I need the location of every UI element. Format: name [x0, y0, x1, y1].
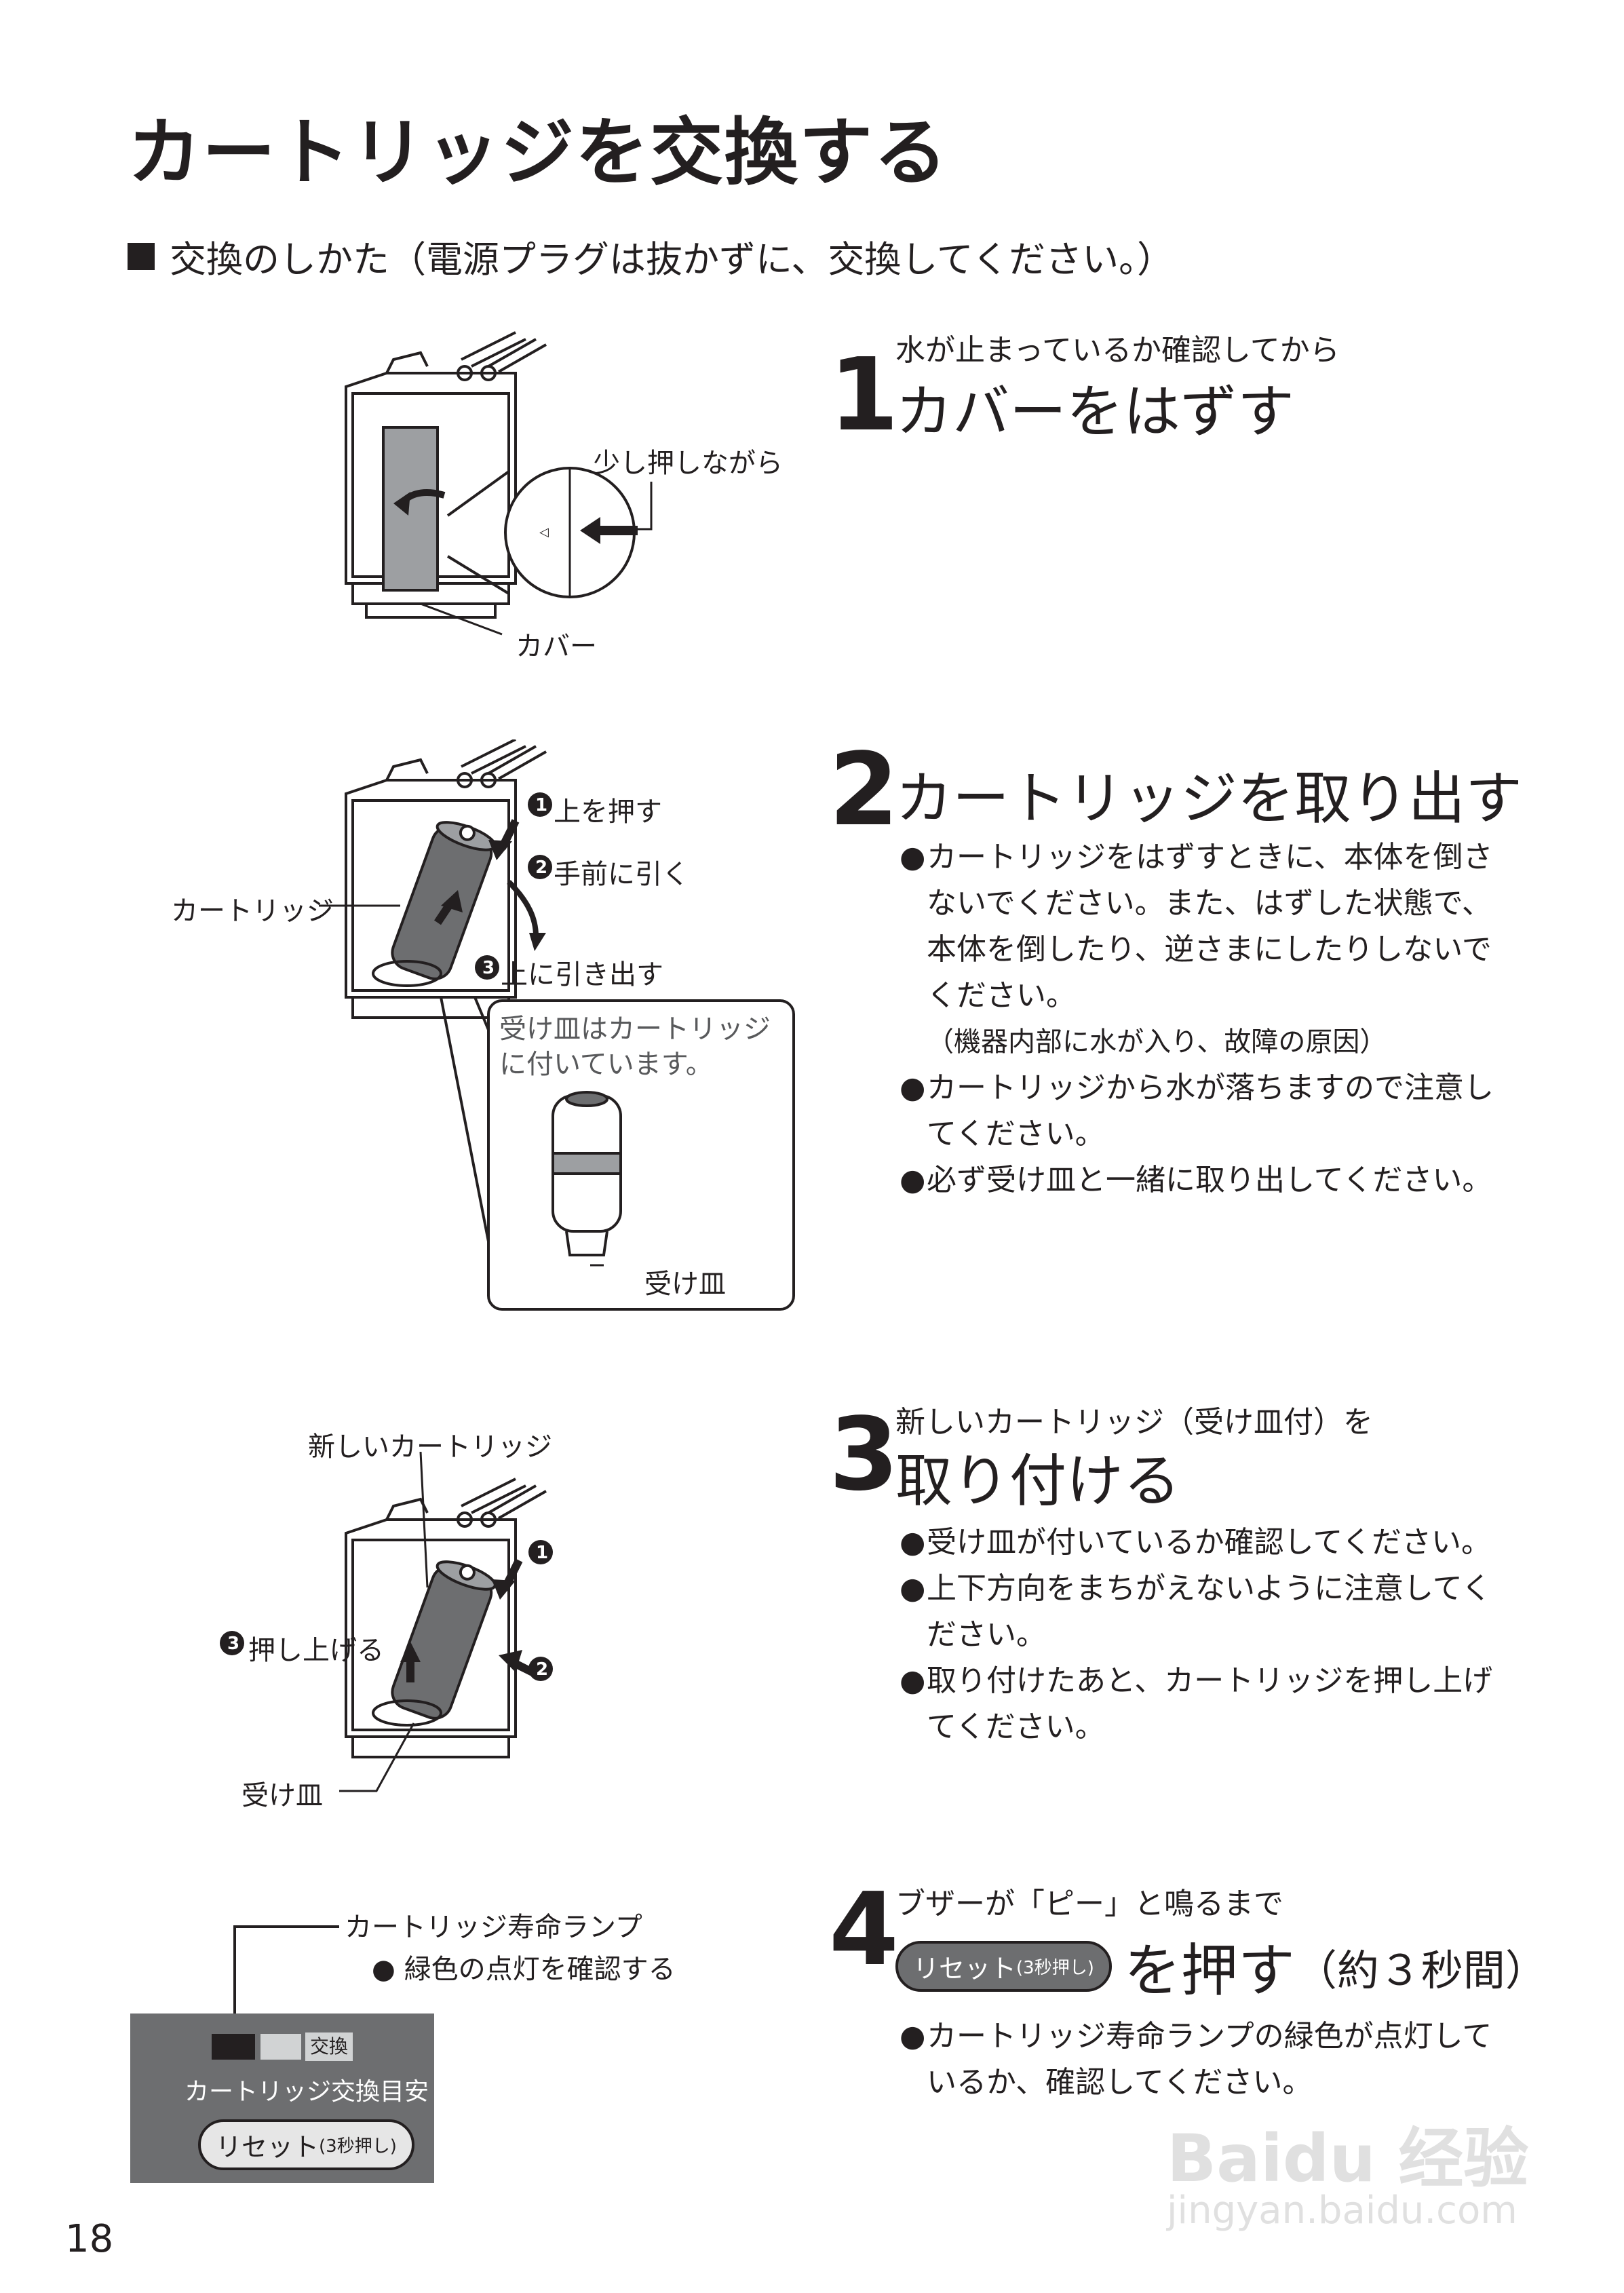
bullet-line: ないでください。また、はずした状態で、: [927, 886, 1492, 921]
step4-heading-text: を押す: [1123, 1938, 1295, 2004]
label-new-cartridge: 新しいカートリッジ: [308, 1431, 552, 1463]
bullet-line: てください。: [927, 1710, 1105, 1744]
watermark-brand: Baidu 经验: [1167, 2121, 1529, 2197]
bullet-line: ください。: [927, 978, 1076, 1013]
svg-text:3: 3: [227, 1634, 239, 1654]
step1-heading: カバーをはずす: [895, 379, 1295, 445]
section-heading-text: 交換のしかた（電源プラグは抜かずに、交換してください。）: [170, 238, 1174, 281]
square-bullet-icon: [128, 242, 155, 270]
step2-heading: カートリッジを取り出す: [895, 765, 1523, 832]
label-cartridge: カートリッジ: [171, 895, 334, 927]
bullet-item: ●必ず受け皿と一緒に取り出してください。: [900, 1163, 1492, 1197]
callout-line-2: に付いています。: [499, 1049, 713, 1080]
label-push-slightly: 少し押しながら: [593, 448, 783, 479]
bullet-item: ●カートリッジから水が落ちますので注意し: [900, 1071, 1494, 1105]
step1-illustration: ◁: [345, 331, 653, 636]
step1-number: 1: [829, 336, 899, 453]
step4-heading-suffix: （約３秒間）: [1294, 1945, 1547, 1995]
bullet-line: 本体を倒したり、逆さまにしたりしないで: [927, 932, 1492, 967]
svg-text:2: 2: [535, 858, 547, 878]
label-cover: カバー: [516, 631, 597, 662]
step2-number: 2: [829, 731, 899, 848]
page-number: 18: [65, 2217, 114, 2261]
bullet-item: ●カートリッジ寿命ランプの緑色が点灯して: [900, 2019, 1492, 2054]
step3-heading: 取り付ける: [895, 1448, 1181, 1514]
bullet-item: ●上下方向をまちがえないように注意してく: [900, 1571, 1492, 1606]
step4-bullets: ●カートリッジ寿命ランプの緑色が点灯して いるか、確認してください。: [900, 2013, 1492, 2106]
lamp-leader-line: [233, 1925, 339, 2030]
step3-bullets: ●受け皿が付いているか確認してください。 ●上下方向をまちがえないように注意して…: [900, 1520, 1492, 1750]
step4-number: 4: [829, 1871, 899, 1988]
svg-text:◁: ◁: [539, 525, 549, 539]
label-lamp: カートリッジ寿命ランプ: [345, 1912, 642, 1943]
label-push-top: 上を押す: [554, 796, 662, 828]
step3-number: 3: [829, 1396, 899, 1513]
label-pull-forward: 手前に引く: [554, 859, 689, 890]
bullet-note: （機器内部に水が入り、故障の原因）: [927, 1026, 1387, 1058]
bullet-line: ださい。: [927, 1617, 1046, 1652]
label-lamp-note: ● 緑色の点灯を確認する: [372, 1954, 676, 1985]
callout-line-1: 受け皿はカートリッジ: [499, 1014, 771, 1045]
step1-precondition: 水が止まっているか確認してから: [895, 333, 1340, 368]
label-pull-up: 上に引き出す: [501, 959, 663, 990]
svg-text:2: 2: [536, 1659, 548, 1680]
watermark-url: jingyan.baidu.com: [1167, 2189, 1517, 2233]
lamp-indicator-light: [260, 2034, 301, 2060]
reset-button-panel[interactable]: リセット(3秒押し): [198, 2119, 414, 2170]
exchange-label: 交換: [305, 2032, 353, 2061]
step2-illustration: 1 2 3: [319, 739, 795, 1311]
bullet-item: ●カートリッジをはずすときに、本体を倒さ: [900, 840, 1493, 874]
control-panel: 交換 カートリッジ交換目安 リセット(3秒押し): [130, 2013, 434, 2183]
label-push-up: 押し上げる: [248, 1635, 384, 1666]
svg-text:1: 1: [536, 1543, 548, 1563]
label-tray-3: 受け皿: [241, 1780, 323, 1811]
bullet-line: てください。: [927, 1117, 1105, 1151]
page-title: カートリッジを交換する: [128, 111, 949, 195]
svg-text:3: 3: [482, 958, 495, 978]
bullet-line: いるか、確認してください。: [927, 2065, 1313, 2100]
svg-text:1: 1: [535, 795, 547, 815]
reset-button-inline: リセット(3秒押し): [895, 1941, 1112, 1992]
step2-bullets: ●カートリッジをはずすときに、本体を倒さ ないでください。また、はずした状態で、…: [900, 834, 1494, 1203]
lamp-indicator-dark: [212, 2034, 255, 2060]
step3-illustration: 1 2 3: [220, 1452, 553, 1792]
step4-heading: リセット(3秒押し) を押す （約３秒間）: [895, 1925, 1547, 2007]
guide-label: カートリッジ交換目安: [185, 2078, 429, 2106]
bullet-item: ●受け皿が付いているか確認してください。: [900, 1525, 1492, 1560]
step3-precondition: 新しいカートリッジ（受け皿付）を: [895, 1405, 1373, 1440]
bullet-item: ●取り付けたあと、カートリッジを押し上げ: [900, 1663, 1493, 1698]
section-heading: 交換のしかた（電源プラグは抜かずに、交換してください。）: [128, 229, 1174, 283]
step4-precondition: ブザーが「ピー」と鳴るまで: [895, 1887, 1283, 1921]
label-tray: 受け皿: [644, 1269, 726, 1300]
